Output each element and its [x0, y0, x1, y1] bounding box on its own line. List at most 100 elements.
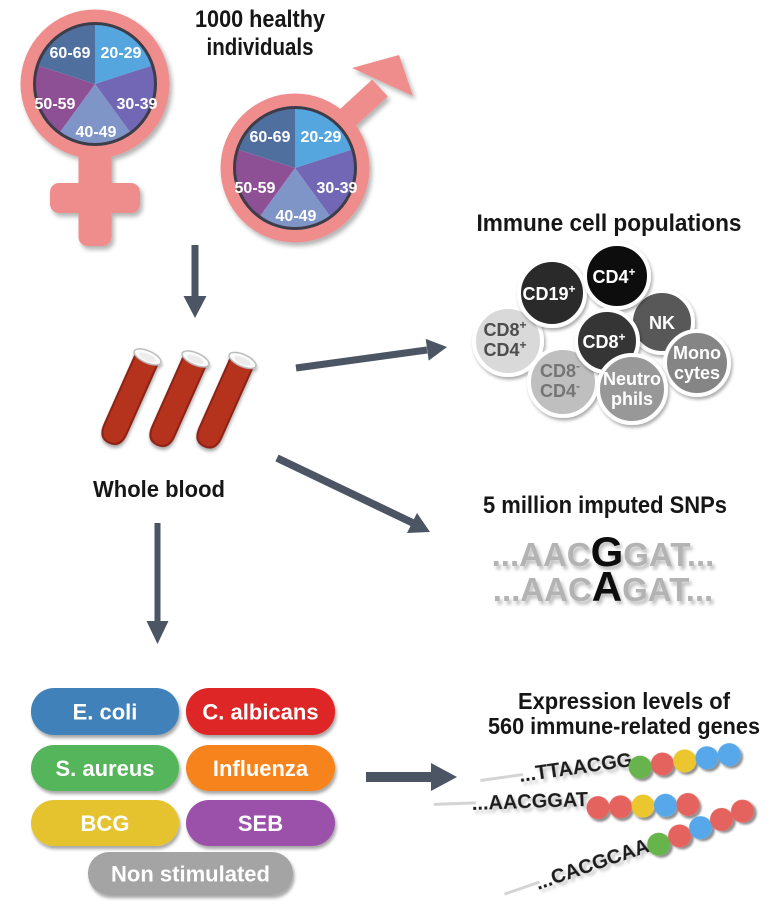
- expression-title-line1: Expression levels of: [518, 688, 730, 714]
- flow-arrows: [146, 245, 457, 791]
- strand-backbone: [433, 801, 476, 806]
- expression-dot: [689, 816, 713, 840]
- stimulus-label: Non stimulated: [111, 862, 270, 887]
- population-title-line1: 1000 healthy: [195, 6, 326, 33]
- arrow-blood-to-stimuli-head: [146, 621, 169, 644]
- age-label: 20-29: [301, 129, 342, 146]
- stimulus-label: E. coli: [73, 700, 138, 725]
- stimulus-calbicans: C. albicans: [186, 688, 335, 735]
- expression-strand-2: ...AACGGAT: [433, 789, 700, 820]
- pie-slice-30-39: [95, 65, 155, 133]
- stimulus-label: S. aureus: [55, 756, 154, 781]
- cell-label: CD4+: [592, 265, 635, 287]
- stimulus-label: C. albicans: [202, 700, 318, 725]
- arrow-stimuli-to-expression-head: [431, 763, 457, 791]
- snp-sequence-row1: ...AACGGAT...: [492, 528, 715, 575]
- arrow-blood-to-cells: [295, 346, 428, 372]
- blood-tube: [196, 351, 257, 449]
- male-age-pie: 60-69 20-29 50-59 30-39 40-49: [233, 106, 358, 230]
- stimulus-label: SEB: [238, 811, 283, 836]
- immune-cells-title: Immune cell populations: [477, 210, 742, 237]
- arrow-blood-to-snps: [275, 454, 415, 527]
- cell-cd4pos: CD4+: [583, 242, 651, 310]
- expression-dot: [586, 796, 610, 820]
- expression-dot: [647, 832, 671, 856]
- blood-tube: [149, 350, 210, 448]
- stimulus-influenza: Influenza: [186, 745, 335, 791]
- strand-sequence: ...CACGCAA: [532, 835, 652, 895]
- stimulus-bcg: BCG: [31, 800, 179, 846]
- male-arrow-shaft: [335, 79, 388, 131]
- pie-slice-40-49: [259, 168, 331, 229]
- stimulus-label: BCG: [81, 811, 130, 836]
- arrow-blood-to-cells-head: [425, 338, 447, 361]
- expression-dot: [628, 755, 652, 779]
- expression-dot: [631, 794, 655, 818]
- cell-label: NK: [649, 313, 675, 333]
- age-label: 60-69: [50, 45, 91, 62]
- age-label: 60-69: [250, 129, 291, 146]
- snp-sequences: ...AACGGAT... ...AACAGAT...: [492, 528, 715, 610]
- age-label: 40-49: [76, 124, 117, 141]
- expression-dot: [608, 795, 632, 819]
- pie-slice-20-29: [95, 24, 153, 84]
- pie-slice-20-29: [295, 108, 353, 168]
- cell-cd8pos-cd4pos: CD8+CD4+: [472, 305, 544, 377]
- male-pie-outline: [233, 106, 357, 230]
- age-label: 40-49: [276, 208, 317, 225]
- expression-dot: [650, 752, 674, 776]
- snps-title: 5 million imputed SNPs: [483, 492, 727, 519]
- female-cross-bar: [50, 183, 140, 213]
- expression-dot: [695, 746, 719, 770]
- female-pie-outline: [33, 22, 157, 146]
- expression-dot: [668, 824, 692, 848]
- pie-slice-30-39: [295, 149, 355, 217]
- strand-sequence: ...TTAACGG: [518, 749, 634, 787]
- age-label: 30-39: [117, 96, 158, 113]
- strand-sequence: ...AACGGAT: [471, 789, 588, 815]
- arrow-blood-to-snps-head: [407, 513, 430, 533]
- stimulus-ecoli: E. coli: [31, 688, 179, 735]
- snp-sequence-row2: ...AACAGAT...: [493, 563, 713, 610]
- age-label: 50-59: [35, 96, 76, 113]
- cell-label: CD8-CD4-: [540, 359, 580, 401]
- age-label: 20-29: [101, 45, 142, 62]
- expression-dot: [673, 749, 697, 773]
- strand-backbone: [504, 880, 540, 896]
- cell-label: CD8+: [582, 330, 625, 352]
- cell-label: CD19+: [522, 282, 575, 304]
- expression-dot: [710, 807, 734, 831]
- blood-tube: [101, 348, 162, 446]
- male-arrow-head: [352, 55, 413, 96]
- pie-slice-40-49: [59, 84, 131, 145]
- stimulus-seb: SEB: [186, 800, 335, 846]
- age-label: 30-39: [317, 180, 358, 197]
- stimulus-label: Influenza: [213, 756, 309, 781]
- whole-blood-label: Whole blood: [93, 476, 225, 502]
- strand-backbone: [480, 773, 524, 782]
- expression-dot: [653, 793, 677, 817]
- arrow-population-to-blood-head: [183, 296, 207, 318]
- expression-dot: [730, 799, 754, 823]
- pie-slice-60-69: [37, 24, 95, 84]
- blood-tubes: [101, 348, 257, 449]
- cell-label: CD8+CD4+: [483, 318, 526, 360]
- stimulus-saureus: S. aureus: [31, 745, 179, 791]
- pie-slice-50-59: [35, 65, 95, 133]
- pie-slice-50-59: [235, 149, 295, 217]
- age-label: 50-59: [235, 180, 276, 197]
- female-age-pie: 60-69 20-29 50-59 30-39 40-49: [33, 22, 158, 146]
- stimulus-nonstimulated: Non stimulated: [88, 852, 293, 895]
- cell-cd19pos: CD19+: [517, 258, 587, 328]
- expression-dot: [676, 792, 700, 816]
- stimuli-panel: E. coli C. albicans S. aureus Influenza …: [31, 688, 335, 895]
- population-title-line2: individuals: [207, 34, 314, 61]
- expression-dot: [717, 743, 741, 767]
- pie-slice-60-69: [237, 108, 295, 168]
